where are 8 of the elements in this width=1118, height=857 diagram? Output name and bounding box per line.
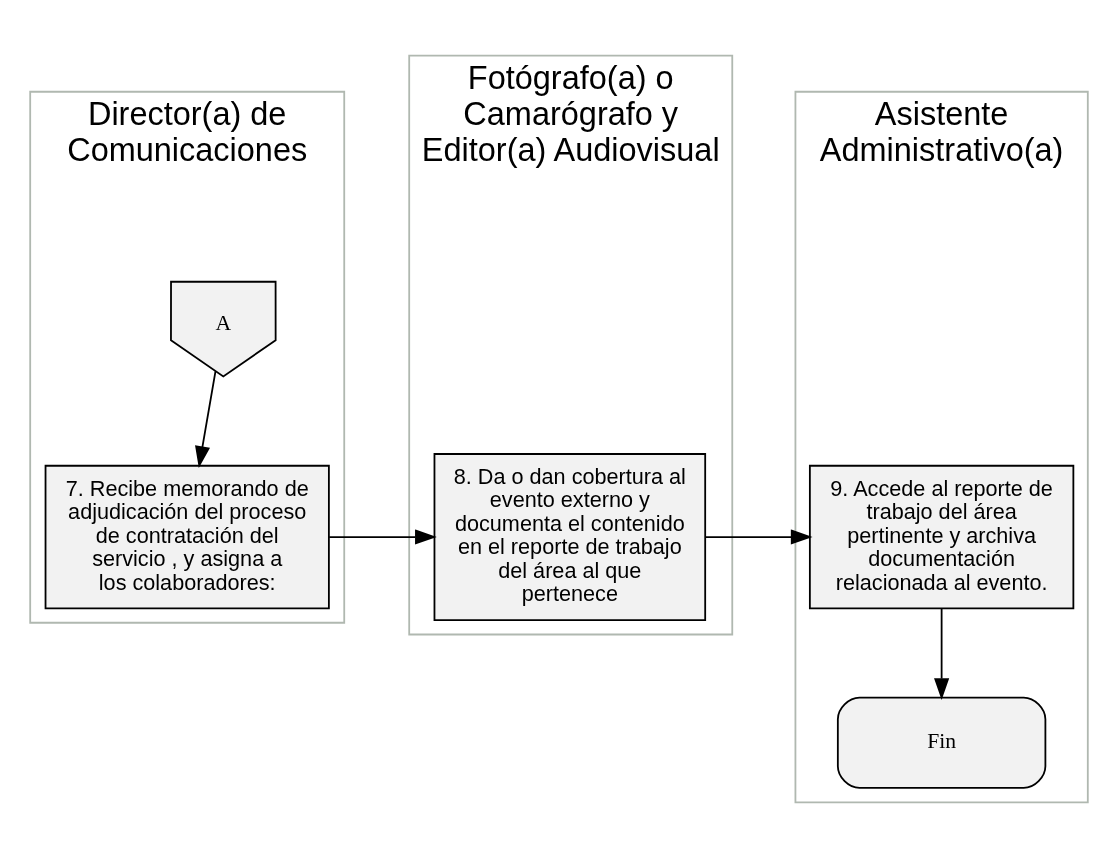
arrow — [934, 607, 950, 700]
arrow — [328, 528, 437, 545]
node-box: 7. Recibe memorando de adjudicación del proceso de contratación del servicio , y asigna a los colaboradores: — [44, 464, 330, 609]
node-box: 9. Accede al reporte de trabajo del área pertinente y archiva documentación relacionada al evento. — [808, 464, 1075, 609]
arrow — [195, 369, 217, 468]
node-box: Fin — [836, 696, 1047, 789]
node-box: 8. Da o dan cobertura al evento externo y documenta el contenido en el reporte de trabajo del área al que pertenece — [433, 452, 707, 621]
arrow — [704, 528, 813, 545]
